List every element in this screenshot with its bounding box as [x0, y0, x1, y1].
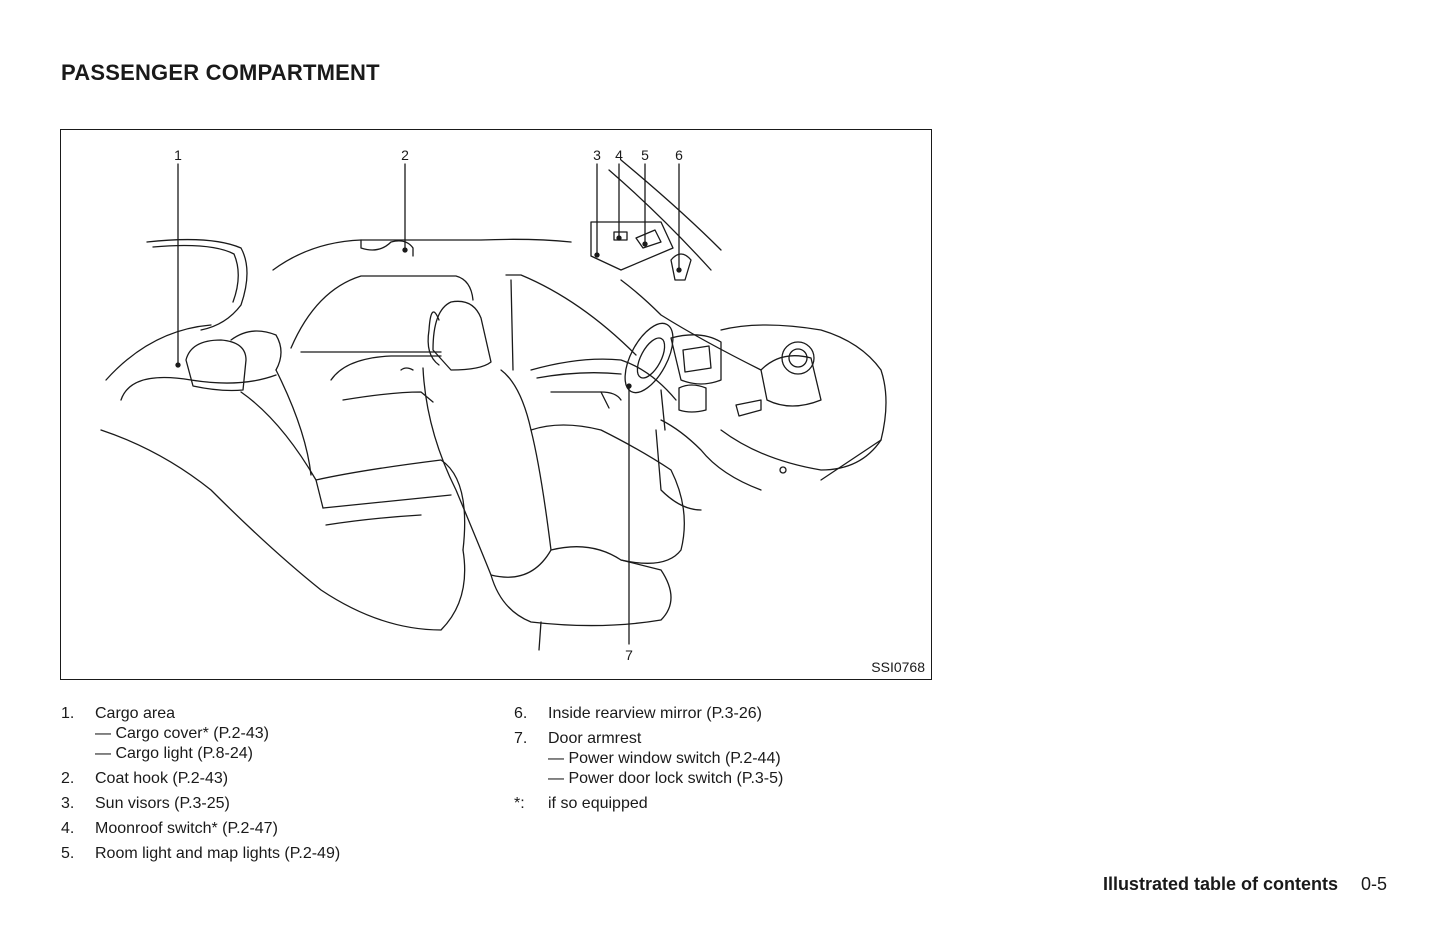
callout-1: 1	[174, 147, 182, 163]
legend-right-column: 6. Inside rearview mirror (P.3-26) 7. Do…	[514, 704, 934, 819]
item-number: 1.	[61, 705, 75, 722]
item-number: 7.	[514, 730, 528, 747]
item-text: Sun visors (P.3-25)	[95, 795, 230, 812]
callout-4: 4	[615, 147, 623, 163]
item-text: Cargo area	[95, 705, 176, 722]
item-text: Room light and map lights (P.2-49)	[95, 845, 341, 862]
item-subtext: — Power window switch (P.2-44)	[548, 750, 781, 767]
item-number: 3.	[61, 795, 75, 812]
item-text: Moonroof switch* (P.2-47)	[95, 820, 278, 837]
page-title: PASSENGER COMPARTMENT	[61, 60, 380, 85]
callout-2: 2	[401, 147, 409, 163]
item-subtext: — Power door lock switch (P.3-5)	[548, 770, 784, 787]
legend-item: 7. Door armrest — Power window switch (P…	[514, 729, 934, 789]
callout-5: 5	[641, 147, 649, 163]
legend-item: 6. Inside rearview mirror (P.3-26)	[514, 704, 934, 724]
legend-left-column: 1. Cargo area — Cargo cover* (P.2-43) — …	[61, 704, 481, 869]
legend-item: 4. Moonroof switch* (P.2-47)	[61, 819, 481, 839]
legend-item: 1. Cargo area — Cargo cover* (P.2-43) — …	[61, 704, 481, 764]
item-number: 4.	[61, 820, 75, 837]
item-text: Door armrest	[548, 730, 642, 747]
legend-item: 3. Sun visors (P.3-25)	[61, 794, 481, 814]
item-subtext: — Cargo cover* (P.2-43)	[95, 725, 269, 742]
item-text: Coat hook (P.2-43)	[95, 770, 229, 787]
page-number: 0-5	[1360, 874, 1387, 894]
callout-7: 7	[625, 647, 633, 663]
callout-6: 6	[675, 147, 683, 163]
passenger-compartment-figure: 1 2 3 4 5 6 7 SSI0768	[60, 129, 932, 680]
item-number: 6.	[514, 705, 528, 722]
legend-item: 5. Room light and map lights (P.2-49)	[61, 844, 481, 864]
item-number: 5.	[61, 845, 75, 862]
legend-item: *: if so equipped	[514, 794, 934, 814]
figure-code: SSI0768	[871, 659, 925, 675]
item-number: 2.	[61, 770, 75, 787]
item-text: Inside rearview mirror (P.3-26)	[548, 705, 762, 722]
page-footer: Illustrated table of contents 0-5	[1103, 874, 1387, 895]
vehicle-interior-illustration	[100, 159, 887, 651]
footnote-marker: *:	[514, 795, 525, 812]
item-subtext: — Cargo light (P.8-24)	[95, 745, 253, 762]
callout-3: 3	[593, 147, 601, 163]
callout-leaders	[175, 163, 682, 645]
legend-item: 2. Coat hook (P.2-43)	[61, 769, 481, 789]
footnote-text: if so equipped	[548, 795, 648, 812]
footer-section-title: Illustrated table of contents	[1102, 874, 1338, 894]
